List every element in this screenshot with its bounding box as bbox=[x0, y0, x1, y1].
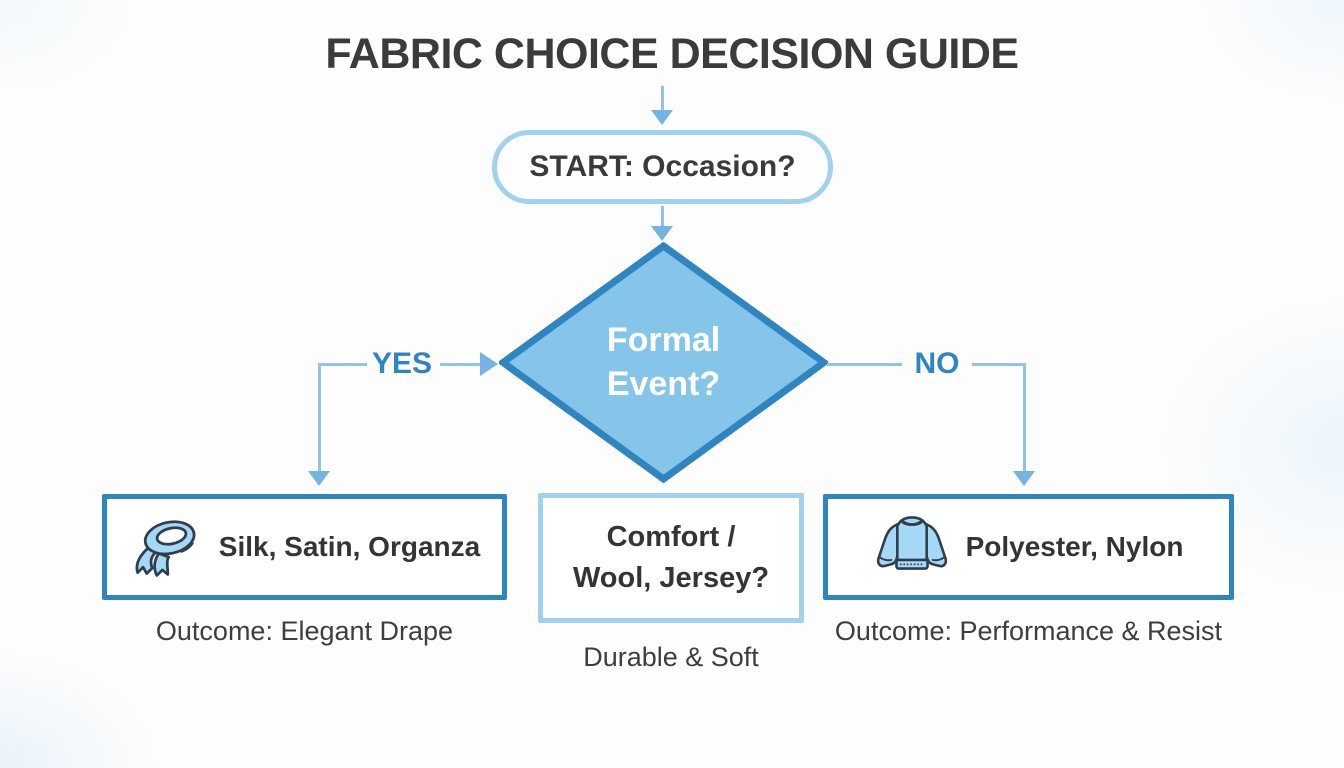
no-line-left bbox=[827, 363, 902, 366]
outcome-box-middle: Comfort / Wool, Jersey? bbox=[538, 493, 804, 623]
arrow-down-icon bbox=[651, 226, 673, 241]
outcome-casual-label: Polyester, Nylon bbox=[965, 531, 1184, 562]
outcome-formal-label: Silk, Satin, Organza bbox=[218, 531, 481, 562]
decision-line2: Event? bbox=[606, 364, 721, 403]
outcome-casual-note: Outcome: Performance & Resist bbox=[834, 616, 1223, 646]
yes-label: YES bbox=[371, 347, 433, 380]
yes-line-left bbox=[320, 363, 367, 366]
outcome-box-casual: Polyester, Nylon bbox=[823, 494, 1234, 600]
decision-node: Formal Event? bbox=[499, 242, 828, 483]
yes-line-down bbox=[318, 363, 321, 473]
no-line-right bbox=[972, 363, 1026, 366]
arrow-down-icon bbox=[308, 471, 330, 486]
outcome-formal-note: Outcome: Elegant Drape bbox=[155, 616, 454, 646]
arrow-down-icon bbox=[651, 110, 673, 125]
no-line-down bbox=[1023, 363, 1026, 473]
arrow-right-icon bbox=[480, 352, 498, 376]
page-title: FABRIC CHOICE DECISION GUIDE bbox=[325, 30, 1019, 78]
scarf-icon bbox=[135, 520, 196, 577]
outcome-middle-note: Durable & Soft bbox=[583, 642, 759, 672]
arrow-stem bbox=[661, 86, 664, 112]
start-node-label: START: Occasion? bbox=[529, 150, 796, 183]
yes-line-right bbox=[440, 363, 482, 366]
sweater-icon bbox=[876, 516, 947, 570]
outcome-box-formal: Silk, Satin, Organza bbox=[102, 494, 507, 600]
middle-line1: Comfort / bbox=[606, 521, 736, 554]
no-label: NO bbox=[914, 347, 960, 380]
arrow-stem bbox=[661, 206, 664, 228]
middle-line2: Wool, Jersey? bbox=[572, 562, 770, 594]
diamond-shape bbox=[499, 242, 828, 483]
arrow-down-icon bbox=[1013, 471, 1035, 486]
start-node: START: Occasion? bbox=[492, 130, 833, 204]
decision-node-label: Formal Event? bbox=[499, 242, 828, 483]
decision-line1: Formal bbox=[606, 321, 721, 360]
